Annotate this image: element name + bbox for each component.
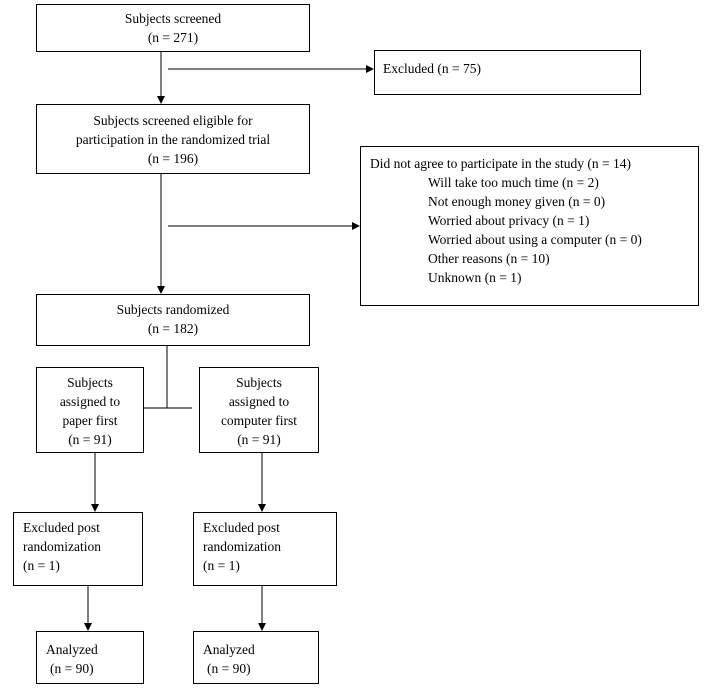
analyzed-right-count: (n = 90) [207,661,251,676]
eligible-line-1: Subjects screened eligible for [93,113,253,128]
paper-first-count: (n = 91) [68,432,112,447]
excluded-post-left-box: Excluded post randomization (n = 1) [13,512,143,586]
declined-reason: Not enough money given (n = 0) [428,194,606,209]
excluded-post-left-count: (n = 1) [23,558,60,573]
screened-count: (n = 271) [147,30,199,45]
screened-label: Subjects screened [124,11,222,26]
declined-reason: Worried about using a computer (n = 0) [428,232,642,247]
declined-box: Did not agree to participate in the stud… [360,146,699,306]
paper-first-box: Subjects assigned to paper first (n = 91… [36,367,144,453]
analyzed-right-box: Analyzed (n = 90) [193,631,319,684]
analyzed-left-label: Analyzed [46,642,98,657]
computer-first-count: (n = 91) [237,432,281,447]
excluded-label: Excluded (n = 75) [383,61,481,76]
paper-first-line-3: paper first [62,413,118,428]
computer-first-line-3: computer first [220,413,298,428]
excluded-box: Excluded (n = 75) [374,50,641,95]
eligible-count: (n = 196) [147,151,199,166]
computer-first-box: Subjects assigned to computer first (n =… [199,367,319,453]
randomized-box: Subjects randomized (n = 182) [36,294,310,346]
paper-first-line-1: Subjects [67,375,113,390]
excluded-post-left-line-2: randomization [23,539,101,554]
excluded-post-right-box: Excluded post randomization (n = 1) [193,512,337,586]
randomized-count: (n = 182) [147,321,199,336]
screened-box: Subjects screened (n = 271) [36,4,310,52]
computer-first-line-1: Subjects [236,375,282,390]
declined-reason: Other reasons (n = 10) [428,251,550,266]
analyzed-left-box: Analyzed (n = 90) [36,631,144,684]
randomized-label: Subjects randomized [116,302,230,317]
analyzed-right-label: Analyzed [203,642,255,657]
declined-reason: Will take too much time (n = 2) [428,175,599,190]
excluded-post-right-count: (n = 1) [203,558,240,573]
paper-first-line-2: assigned to [59,394,121,409]
declined-reason: Unknown (n = 1) [428,270,522,285]
eligible-box: Subjects screened eligible for participa… [36,104,310,174]
analyzed-left-count: (n = 90) [50,661,94,676]
declined-reason: Worried about privacy (n = 1) [428,213,590,228]
excluded-post-right-line-1: Excluded post [203,520,280,535]
excluded-post-left-line-1: Excluded post [23,520,100,535]
excluded-post-right-line-2: randomization [203,539,281,554]
eligible-line-2: participation in the randomized trial [75,132,271,147]
computer-first-line-2: assigned to [228,394,290,409]
declined-title: Did not agree to participate in the stud… [370,156,632,171]
